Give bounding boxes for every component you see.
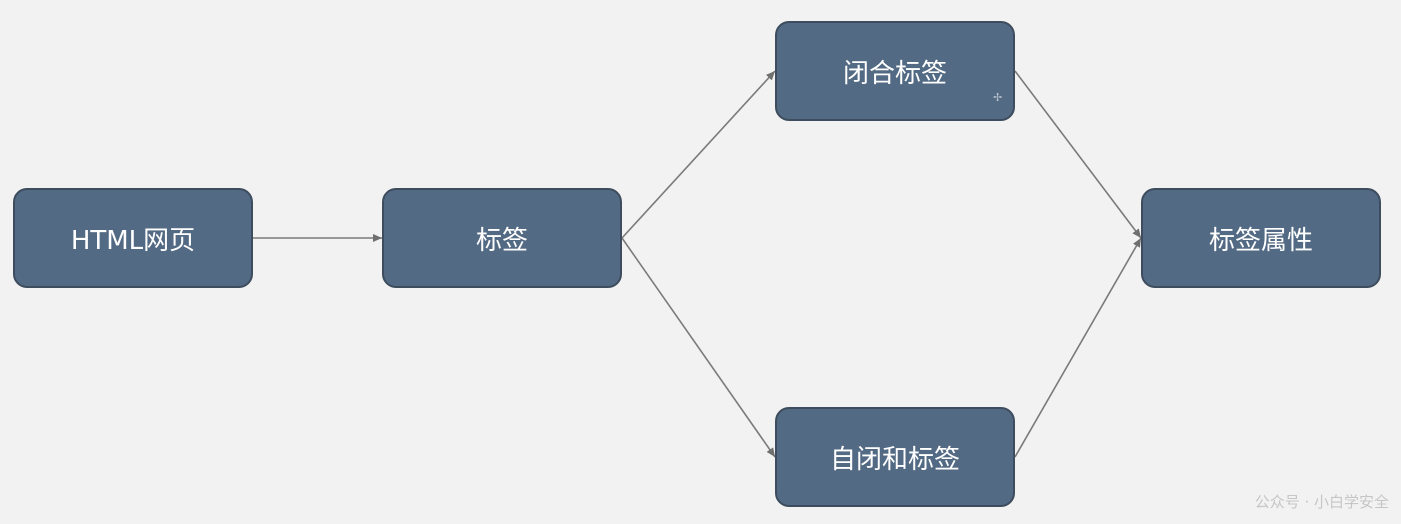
node-tag-attributes-label: 标签属性 — [1208, 225, 1313, 256]
move-cursor-icon: ✢ — [993, 91, 1003, 104]
node-closed-tag[interactable]: 闭合标签 — [775, 21, 1015, 121]
watermark-text: 公众号 · 小白学安全 — [1254, 493, 1389, 511]
edge-closed-to-attr — [1014, 70, 1142, 239]
node-tag-attributes[interactable]: 标签属性 — [1141, 188, 1381, 288]
node-html-page-label: HTML网页 — [70, 225, 196, 256]
edge-self-to-attr — [1014, 237, 1142, 458]
node-self-closing-tag-label: 自闭和标签 — [829, 444, 960, 475]
node-html-page[interactable]: HTML网页 — [13, 188, 253, 288]
node-self-closing-tag[interactable]: 自闭和标签 — [775, 407, 1015, 507]
edge-tag-to-self — [621, 237, 776, 458]
node-tag-label: 标签 — [475, 225, 528, 256]
node-tag[interactable]: 标签 — [382, 188, 622, 288]
node-closed-tag-label: 闭合标签 — [842, 58, 947, 89]
edge-tag-to-closed — [621, 70, 776, 239]
